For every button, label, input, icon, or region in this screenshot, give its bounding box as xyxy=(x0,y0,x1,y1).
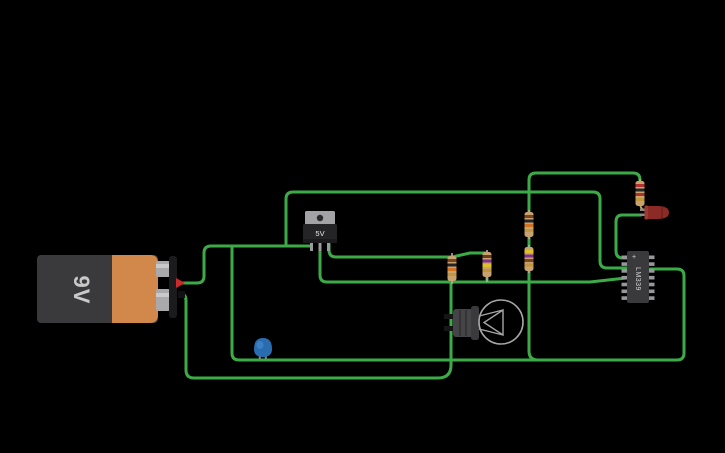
resistor-band xyxy=(524,229,534,232)
led-lead xyxy=(640,208,646,211)
battery-connector-plate xyxy=(169,256,177,318)
battery-label: 9V xyxy=(69,276,94,305)
resistor-r1[interactable] xyxy=(447,253,457,284)
regulator-label: 5V xyxy=(315,229,324,238)
regulator-tab-hole xyxy=(316,214,324,222)
capacitor[interactable] xyxy=(254,338,272,359)
ic-pin xyxy=(621,282,628,287)
negative-marker-icon xyxy=(178,291,185,298)
regulator-pin-out xyxy=(327,242,330,251)
ic-pin xyxy=(621,255,628,260)
ic-pin xyxy=(648,269,655,273)
resistor-band xyxy=(482,255,492,258)
ic-pin xyxy=(621,275,628,280)
resistor-band xyxy=(482,264,492,267)
resistor-band xyxy=(482,269,492,272)
resistor-band xyxy=(635,193,645,196)
resistor-band xyxy=(524,254,534,258)
ic-pins xyxy=(621,255,655,300)
resistor-band xyxy=(447,259,457,262)
bulb-glass xyxy=(478,299,524,345)
resistor-r5[interactable] xyxy=(635,179,648,212)
wire-resistor-top-link[interactable] xyxy=(527,171,642,215)
led-lead xyxy=(640,213,646,216)
resistor-band xyxy=(524,219,534,223)
resistor-r3[interactable] xyxy=(524,210,534,239)
ic-pin xyxy=(648,262,655,266)
wire-bottom-loop[interactable] xyxy=(230,244,686,362)
resistor-band xyxy=(447,273,457,276)
resistor-band xyxy=(524,224,534,227)
ic-pin xyxy=(621,262,628,266)
regulator-pin-gnd xyxy=(318,242,322,251)
terminal-highlight xyxy=(156,264,170,268)
resistor-r4[interactable] xyxy=(524,245,534,273)
ic-label: LM339 xyxy=(634,267,641,291)
bulb-filament-supports xyxy=(478,309,504,336)
ic-pin1-marker: + xyxy=(632,254,636,261)
regulator-body xyxy=(303,224,337,243)
battery-terminal-positive xyxy=(156,261,170,277)
resistor-band xyxy=(524,250,534,253)
ic-pin xyxy=(621,289,628,294)
resistor-band xyxy=(482,259,492,263)
bulb-terminal xyxy=(444,326,453,331)
resistor-band xyxy=(447,268,457,271)
wire-resistor-bottom[interactable] xyxy=(527,268,540,362)
wire-regulator-output[interactable] xyxy=(327,242,489,259)
battery-9v[interactable]: 9V xyxy=(37,255,185,323)
ic-pin xyxy=(621,269,628,273)
wire-top-rail[interactable] xyxy=(284,190,629,270)
led-red[interactable] xyxy=(640,205,669,220)
wire-battery-positive[interactable] xyxy=(181,244,313,285)
terminal-highlight xyxy=(156,293,170,297)
battery-cap xyxy=(112,255,158,323)
wire-led-to-ic[interactable] xyxy=(614,213,643,260)
ic-pin xyxy=(648,275,655,280)
led-body xyxy=(646,206,669,219)
bulb-socket-collar xyxy=(471,306,479,340)
ic-pin xyxy=(648,255,655,260)
led-flange xyxy=(644,205,648,220)
resistor-band xyxy=(524,263,534,267)
regulator-pin-in xyxy=(310,242,313,251)
bulb-terminal xyxy=(444,314,453,319)
capacitor-highlight xyxy=(256,341,264,349)
ic-body xyxy=(627,251,649,303)
light-bulb[interactable] xyxy=(444,299,524,345)
resistor-band xyxy=(635,188,645,192)
ic-pin xyxy=(648,289,655,294)
regulator-body-edge xyxy=(303,239,337,243)
ic-pin xyxy=(621,296,628,300)
wire-battery-negative[interactable] xyxy=(179,281,453,380)
resistor-band xyxy=(447,263,457,267)
capacitor-body xyxy=(254,338,272,357)
bulb-filament xyxy=(482,308,504,337)
resistor-r2[interactable] xyxy=(482,250,492,282)
bulb-socket xyxy=(453,309,475,337)
voltage-regulator[interactable]: 5V xyxy=(303,211,337,251)
resistor-band xyxy=(635,198,645,201)
resistor-band xyxy=(635,184,645,187)
resistor-band xyxy=(524,215,534,218)
ic-pin xyxy=(648,296,655,300)
battery-terminal-negative xyxy=(156,289,170,311)
wire-ground-rail[interactable] xyxy=(318,242,628,284)
resistor-band xyxy=(524,259,534,262)
ic-pin xyxy=(648,282,655,287)
positive-marker-icon xyxy=(176,278,185,288)
ic-lm339[interactable]: + LM339 xyxy=(621,251,655,303)
